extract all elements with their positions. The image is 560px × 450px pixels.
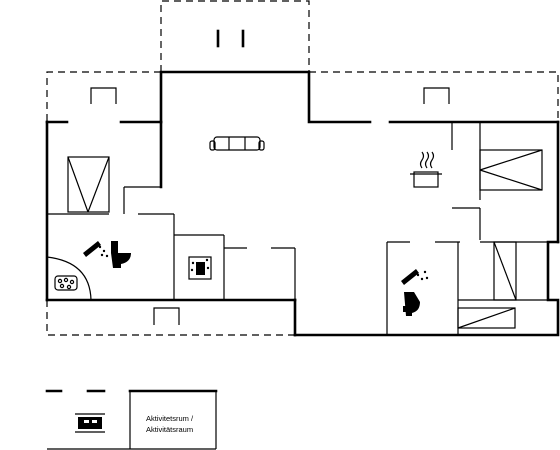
toilet-icon xyxy=(111,241,131,268)
stairs-icon xyxy=(67,156,110,213)
bed-single-2-icon xyxy=(493,241,517,301)
terrace-outlines xyxy=(46,0,559,336)
bed-single-icon xyxy=(479,149,543,191)
shower-icon xyxy=(83,241,109,258)
sofa-icon xyxy=(209,136,265,151)
bed-single-3-icon xyxy=(457,307,516,329)
activity-room-label-line2: Aktivitätsraum xyxy=(146,425,193,434)
cooking-pot-icon xyxy=(410,151,442,188)
bed-icon xyxy=(75,413,105,433)
activity-room-label-line1: Aktivitetsrum / xyxy=(146,414,194,423)
shower-2-icon xyxy=(401,269,429,285)
activity-room xyxy=(45,389,218,450)
toilet-2-icon xyxy=(403,292,420,316)
partitions xyxy=(47,122,558,335)
whirlpool-icon xyxy=(46,256,92,301)
window-markers xyxy=(90,29,450,325)
washing-machine-icon xyxy=(188,256,212,280)
